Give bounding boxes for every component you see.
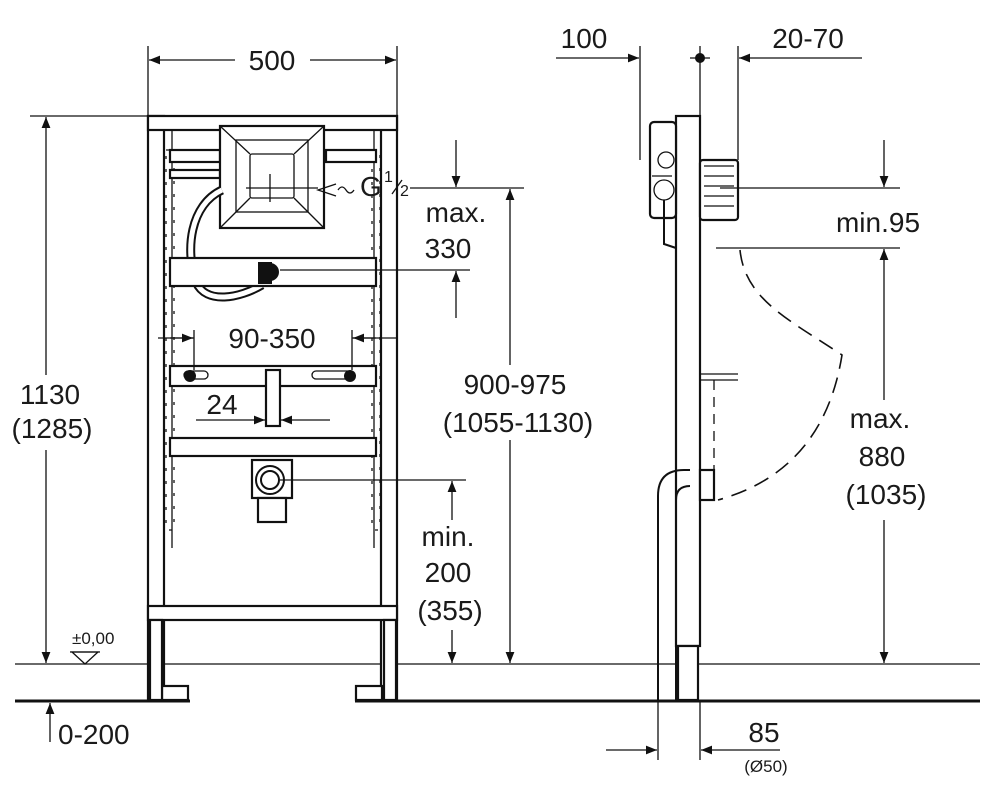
front-view bbox=[146, 114, 399, 702]
dim-height-line1: 1130 bbox=[20, 379, 80, 410]
thread-numerator: 1 bbox=[384, 169, 393, 186]
dim-leg-adjust: 0-200 bbox=[58, 719, 130, 750]
dim-min-95: min.95 bbox=[836, 207, 920, 238]
dim-min-200-line1: min. bbox=[422, 521, 475, 552]
dim-max-880-line3: (1035) bbox=[846, 479, 927, 510]
dim-connection-line1: 900-975 bbox=[464, 369, 567, 400]
dim-max-330-line1: max. bbox=[426, 197, 487, 228]
dim-width: 500 bbox=[249, 45, 296, 76]
dim-min-200-line3: (355) bbox=[417, 595, 482, 626]
left-foot bbox=[160, 684, 190, 702]
dim-spacing: 90-350 bbox=[228, 323, 315, 354]
thread-denominator: 2 bbox=[400, 183, 409, 200]
dim-pipe-offset: 24 bbox=[206, 389, 237, 420]
dim-pipe-85: 85 bbox=[748, 717, 779, 748]
floor-level-symbol bbox=[70, 651, 100, 665]
floor-level-label: ±0,00 bbox=[72, 629, 114, 648]
side-view bbox=[648, 114, 843, 702]
dim-side-20-70: 20-70 bbox=[772, 23, 844, 54]
dim-side-100: 100 bbox=[561, 23, 608, 54]
side-upright bbox=[674, 114, 702, 648]
dim-pipe-diameter: (Ø50) bbox=[744, 757, 787, 776]
side-drain-pipe bbox=[657, 469, 690, 700]
urinal-outline-dashed bbox=[717, 249, 843, 501]
dim-max-880-line1: max. bbox=[850, 403, 911, 434]
dim-max-880-line2: 880 bbox=[859, 441, 906, 472]
dim-connection-line2: (1055-1130) bbox=[443, 407, 593, 438]
dim-max-330-line2: 330 bbox=[425, 233, 472, 264]
hose-valve bbox=[258, 262, 279, 284]
thread-label: G bbox=[360, 171, 382, 202]
drain-fitting bbox=[250, 458, 294, 524]
dim-height-line2: (1285) bbox=[12, 413, 93, 444]
bottom-crossbar bbox=[146, 604, 399, 622]
right-foot bbox=[354, 684, 384, 702]
dim-min-200-line2: 200 bbox=[425, 557, 472, 588]
flush-actuator-plate bbox=[698, 158, 740, 222]
